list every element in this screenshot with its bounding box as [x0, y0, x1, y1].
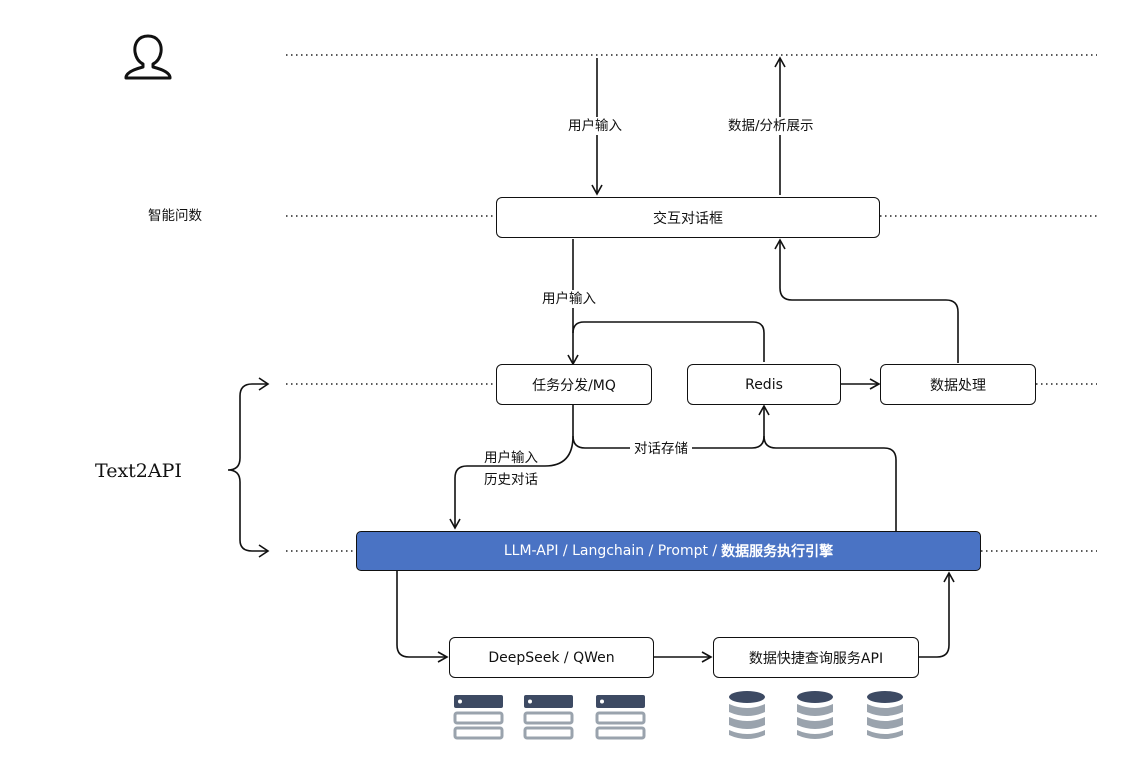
text2api-brace — [227, 383, 268, 552]
deepseek-qwen-box: DeepSeek / QWen — [449, 637, 654, 678]
text2api-label: Text2API — [95, 460, 182, 482]
query-service-api-box: 数据快捷查询服务API — [713, 637, 919, 678]
edge-label-user-input-low: 用户输入 — [484, 450, 538, 466]
dialog-box: 交互对话框 — [496, 197, 880, 238]
edge-label-user-input-top: 用户输入 — [568, 117, 622, 135]
engine-prefix: LLM-API / Langchain / Prompt / — [503, 543, 718, 559]
arrow-redis-to-dispatch — [572, 321, 765, 362]
user-icon — [124, 34, 172, 80]
arrow-engine-to-deepseek — [396, 571, 449, 663]
brace-arrowhead-top — [258, 377, 270, 391]
redis-box: Redis — [687, 364, 841, 405]
server-icon — [453, 695, 504, 740]
qa-layer-label: 智能问数 — [148, 208, 202, 224]
database-icon — [797, 691, 833, 739]
engine-bold-title: 数据服务执行引擎 — [721, 544, 834, 560]
brace-arrowhead-bottom — [258, 544, 270, 558]
server-icon — [523, 695, 574, 740]
arrow-engine-to-redis — [763, 435, 897, 531]
arrow-api-to-engine — [919, 571, 955, 658]
arrow-processing-to-dialog — [774, 238, 959, 363]
server-icon — [595, 695, 646, 740]
data-processing-box: 数据处理 — [880, 364, 1036, 405]
arrow-dispatch-to-engine — [449, 435, 574, 530]
edge-label-display: 数据/分析展示 — [728, 117, 814, 135]
database-icon — [867, 691, 903, 739]
edge-label-history: 历史对话 — [484, 472, 538, 488]
edge-label-store: 对话存储 — [630, 440, 692, 458]
engine-bar: LLM-API / Langchain / Prompt /数据服务执行引擎 — [356, 531, 981, 571]
database-icon — [729, 691, 765, 739]
edge-label-user-input-mid: 用户输入 — [542, 290, 596, 308]
dispatch-mq-box: 任务分发/MQ — [496, 364, 652, 405]
